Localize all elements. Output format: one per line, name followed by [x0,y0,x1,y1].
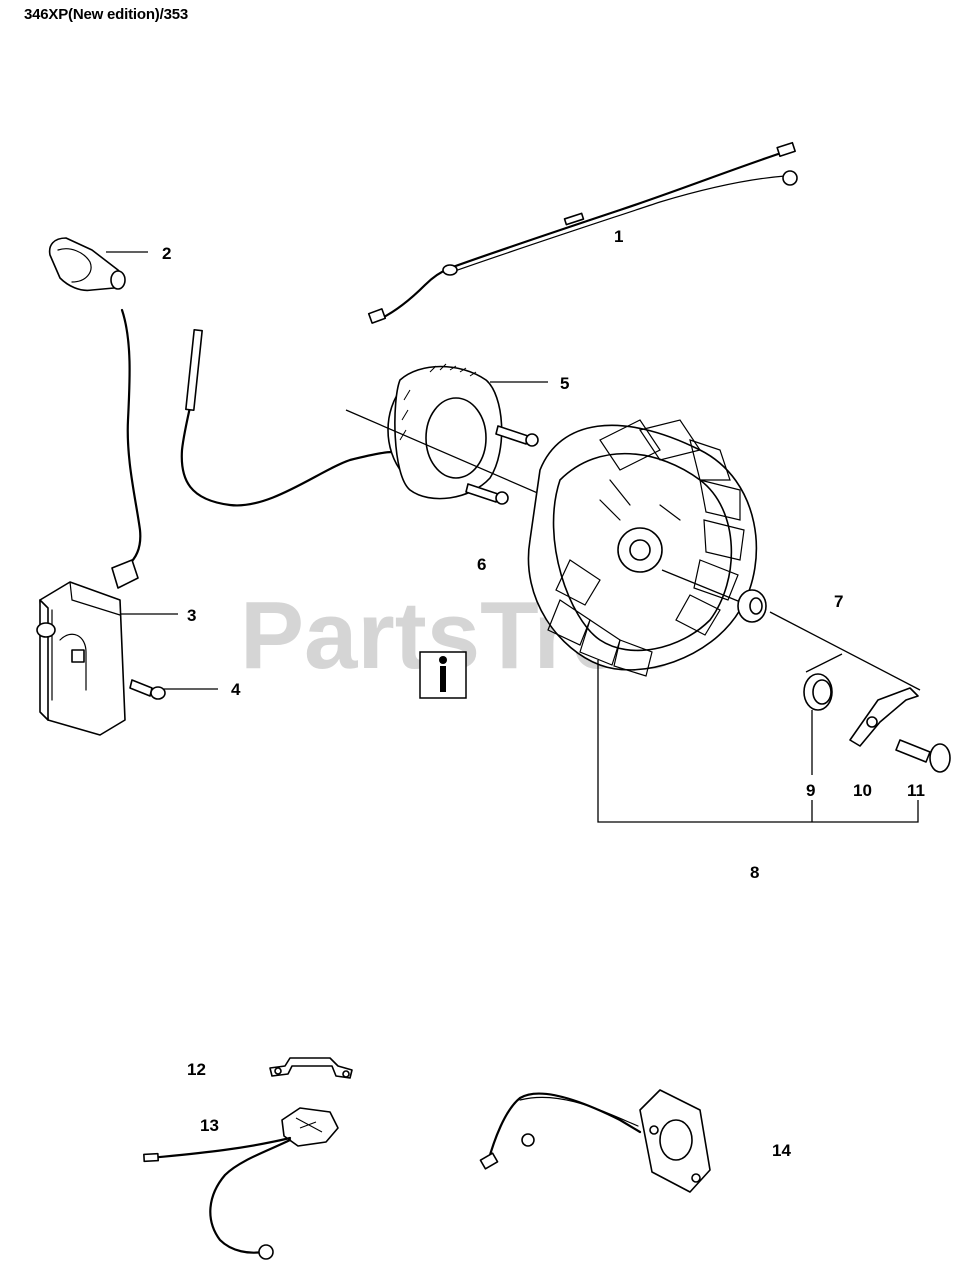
tool-info-icon[interactable] [419,651,467,699]
part-3-ignition-module[interactable] [36,559,139,736]
part-5-stator-coil[interactable] [180,329,503,507]
callout-7: 7 [834,592,843,611]
callout-12: 12 [187,1060,206,1079]
callout-5: 5 [560,374,569,393]
part-1-wire-harness[interactable] [367,141,798,324]
kit-8-bracket [597,660,919,823]
part-2-spark-plug-cap[interactable] [48,237,126,292]
callout-4: 4 [231,680,241,699]
part-13-switch[interactable] [143,1107,339,1260]
callout-11: 11 [907,781,925,800]
part-12-bracket[interactable] [269,1057,353,1079]
part-7-nut[interactable] [737,589,767,623]
callout-8: 8 [750,863,759,882]
part-14-wire-gasket[interactable] [479,1089,711,1193]
callout-10: 10 [853,781,872,800]
part-4-screw[interactable] [129,679,166,700]
callout-14: 14 [772,1141,791,1160]
callout-1: 1 [614,227,623,246]
part-6-flywheel[interactable] [527,419,758,677]
callout-13: 13 [200,1116,219,1135]
part-11-pin[interactable] [895,739,951,773]
callout-9: 9 [806,781,815,800]
diagram-title: 346XP(New edition)/353 [24,6,188,23]
callout-6: 6 [477,555,486,574]
part-10-pawl[interactable] [849,687,919,747]
part-9-washer[interactable] [803,653,843,711]
ignition-lead [120,308,142,567]
callout-2: 2 [162,244,171,263]
callout-3: 3 [187,606,196,625]
stator-screws[interactable] [465,425,539,505]
